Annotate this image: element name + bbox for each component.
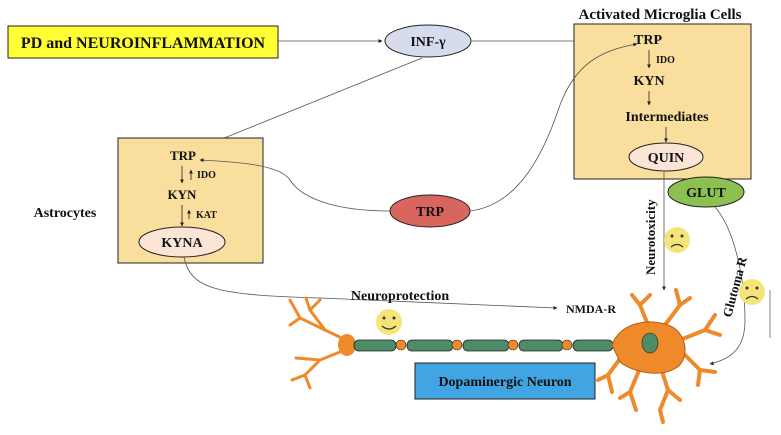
pd-neuroinflammation-label: PD and NEUROINFLAMMATION	[21, 35, 266, 52]
neuron-left-terminal	[338, 334, 356, 356]
quin-node	[628, 142, 704, 172]
nmda-r-label: NMDA-R	[566, 302, 616, 316]
quin-label: QUIN	[648, 151, 685, 166]
dopaminergic-neuron-label: Dopaminergic Neuron	[438, 375, 571, 390]
sad-face-glutoma-icon	[739, 279, 765, 305]
kyna-node	[138, 226, 226, 258]
neurotoxicity-label: Neurotoxicity	[643, 199, 658, 275]
trp-center-label: TRP	[416, 205, 444, 220]
glut-node	[667, 176, 745, 208]
microglia-kyn: KYN	[633, 74, 664, 89]
sad-face-neurotoxicity-icon	[664, 227, 690, 253]
neuron-axon	[353, 339, 614, 352]
microglia-header: Activated Microglia Cells	[578, 7, 741, 23]
dopaminergic-neuron-box	[414, 362, 596, 400]
kyna-label: KYNA	[161, 236, 203, 251]
inf-gamma-label: INF-γ	[410, 35, 446, 50]
glut-label: GLUT	[686, 186, 726, 201]
astrocyte-ido: IDO	[197, 170, 216, 181]
trp-to-astrocyte-arrow	[199, 158, 391, 212]
pd-neuroinflammation-box	[7, 25, 279, 59]
neuroprotection-label: Neuroprotection	[351, 289, 449, 304]
neuron-left-dendrites	[288, 296, 352, 390]
astrocyte-kat: KAT	[196, 210, 217, 221]
happy-face-icon	[376, 309, 402, 335]
glutoma-r-arrow	[709, 206, 746, 366]
microglia-ido: IDO	[656, 55, 675, 66]
astrocyte-trp: TRP	[170, 148, 196, 163]
microglia-trp: TRP	[634, 33, 662, 48]
inf-to-astrocyte-arrow	[201, 57, 423, 148]
neuroprotection-arrow	[183, 256, 558, 310]
astrocyte-kyn: KYN	[168, 187, 198, 202]
astrocytes-label: Astrocytes	[34, 206, 97, 221]
trp-to-microglia-arrow	[469, 42, 638, 212]
inf-gamma-node	[384, 24, 472, 58]
microglia-intermediates: Intermediates	[625, 110, 709, 125]
neuron-nucleus	[641, 332, 659, 354]
